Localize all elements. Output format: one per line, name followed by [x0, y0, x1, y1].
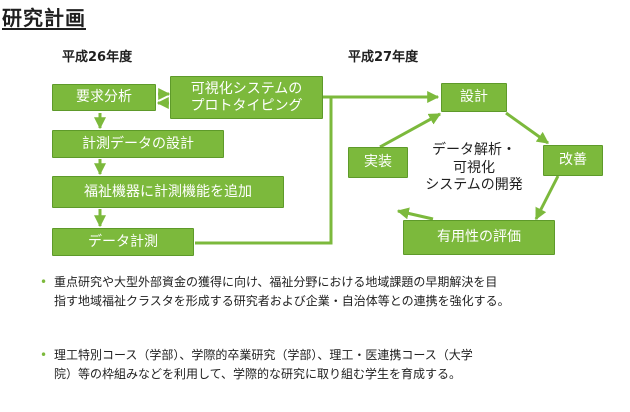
- bullet-item-1: • 重点研究や大型外部資金の獲得に向け、福祉分野における地域課題の早期解決を目 …: [40, 273, 600, 310]
- box-measurement-design-label: 計測データの設計: [82, 135, 194, 152]
- bullet-dot-icon: •: [40, 275, 48, 289]
- box-welfare-device: 福祉機器に計測機能を追加: [52, 176, 284, 208]
- box-design: 設計: [441, 83, 507, 112]
- box-requirements-analysis-label: 要求分析: [76, 89, 132, 106]
- box-welfare-device-label: 福祉機器に計測機能を追加: [84, 183, 252, 200]
- arrow-implementation-to-design: [379, 112, 442, 149]
- arrow-evaluation-to-implementation: [396, 207, 434, 221]
- box-implementation: 実装: [348, 147, 408, 178]
- arrow-improvement-to-evaluation: [534, 175, 560, 221]
- box-usefulness-evaluation: 有用性の評価: [403, 220, 555, 255]
- box-data-measurement: データ計測: [52, 228, 194, 256]
- box-prototyping-label-1: 可視化システムの: [190, 81, 303, 98]
- cycle-center-line-2: 可視化: [453, 159, 495, 176]
- box-measurement-design: 計測データの設計: [52, 130, 224, 158]
- box-prototyping-label-2: プロトタイピング: [190, 97, 303, 114]
- box-prototyping: 可視化システムの プロトタイピング: [170, 76, 323, 119]
- box-improvement: 改善: [543, 145, 603, 176]
- box-design-label: 設計: [460, 89, 488, 106]
- bullet-dot-icon: •: [40, 348, 48, 362]
- bullet-item-2-line-2: 院）等の枠組みなどを利用して、学際的な研究に取り組む学生を育成する。: [54, 366, 462, 381]
- cycle-center-line-1: データ解析・: [432, 142, 516, 158]
- arrow-design-to-improvement: [505, 111, 549, 145]
- bullet-item-2-line-1: 理工特別コース（学部）、学際的卒業研究（学部）、理工・医連携コース（大学: [54, 348, 473, 362]
- box-implementation-label: 実装: [364, 154, 392, 171]
- bullet-item-2: • 理工特別コース（学部）、学際的卒業研究（学部）、理工・医連携コース（大学 院…: [40, 346, 600, 383]
- connector-measurement: [195, 97, 333, 245]
- box-improvement-label: 改善: [559, 152, 587, 169]
- bullet-item-1-line-1: 重点研究や大型外部資金の獲得に向け、福祉分野における地域課題の早期解決を目: [54, 275, 498, 289]
- box-data-measurement-label: データ計測: [88, 233, 158, 250]
- year-label-h27: 平成27年度: [348, 50, 419, 65]
- cycle-center-line-3: システムの開発: [425, 177, 523, 193]
- year-label-h26: 平成26年度: [62, 50, 133, 65]
- page-title: 研究計画: [2, 6, 86, 30]
- box-requirements-analysis: 要求分析: [52, 84, 156, 111]
- bullet-item-1-line-2: 指す地域福祉クラスタを形成する研究者および企業・自治体等との連携を強化する。: [54, 293, 510, 308]
- cycle-center-label: データ解析・ 可視化 システムの開発: [410, 142, 538, 195]
- box-usefulness-evaluation-label: 有用性の評価: [437, 229, 521, 246]
